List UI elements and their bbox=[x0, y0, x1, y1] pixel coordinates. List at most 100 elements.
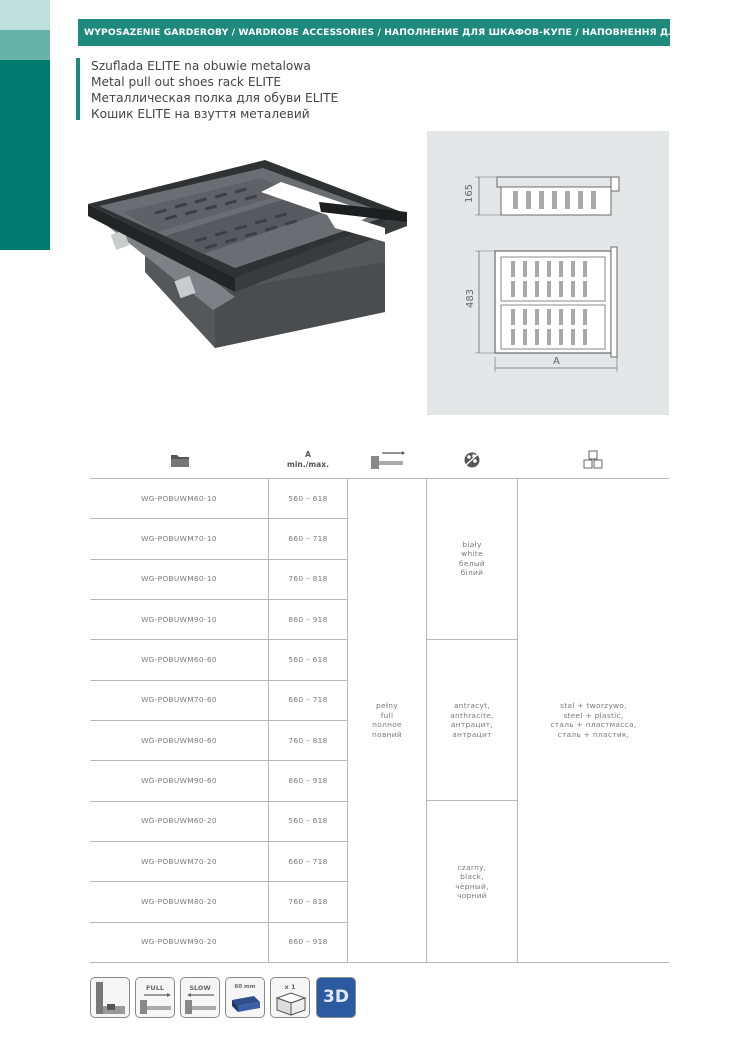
row-code: WG-POBUWM70-20 bbox=[141, 856, 217, 866]
material-en: steel + plastic, bbox=[563, 710, 624, 720]
row-code: WG-POBUWM60-60 bbox=[141, 654, 217, 664]
table-header-divider bbox=[90, 478, 669, 479]
3d-model-icon[interactable]: 3D bbox=[316, 977, 356, 1018]
row-divider bbox=[90, 881, 348, 883]
row-divider bbox=[90, 679, 348, 681]
column-a-label: A bbox=[305, 450, 311, 459]
row-code: WG-POBUWM80-20 bbox=[141, 896, 217, 906]
side-tab-medium bbox=[0, 30, 50, 60]
row-range: 660 – 718 bbox=[288, 856, 328, 866]
column-a-header: A min./max. bbox=[268, 450, 348, 470]
row-code: WG-POBUWM90-10 bbox=[141, 614, 217, 624]
row-code: WG-POBUWM90-60 bbox=[141, 775, 217, 785]
soft-close-icon: SLOW bbox=[180, 977, 220, 1018]
dim-depth: 483 bbox=[465, 288, 477, 309]
cabinet-side-icon bbox=[90, 977, 130, 1018]
title-pl: Szuflada ELITE na obuwie metalowa bbox=[91, 59, 311, 73]
row-range: 760 – 818 bbox=[288, 896, 328, 906]
title-ru: Металлическая полка для обуви ELITE bbox=[91, 91, 339, 105]
side-tab-dark bbox=[0, 60, 50, 250]
col-divider-2 bbox=[347, 478, 348, 962]
color-white-ua: білий bbox=[460, 568, 484, 577]
row-code: WG-POBUWM80-10 bbox=[141, 574, 217, 584]
color-anthracite-cell: antracyt, anthracite, антрацит, антрацит bbox=[427, 640, 517, 800]
row-range: 860 – 918 bbox=[288, 614, 328, 624]
dim-width: A bbox=[553, 356, 560, 367]
side-tab-light bbox=[0, 0, 50, 30]
row-range: 560 – 618 bbox=[288, 816, 328, 826]
row-range: 760 – 818 bbox=[288, 735, 328, 745]
row-range: 860 – 918 bbox=[288, 775, 328, 785]
package-box-icon: x 1 bbox=[270, 977, 310, 1018]
row-code: WG-POBUWM80-60 bbox=[141, 735, 217, 745]
row-divider bbox=[90, 598, 348, 600]
color-black-en: black, bbox=[460, 872, 484, 881]
color-anthracite-ua: антрацит bbox=[452, 729, 492, 739]
extension-ua: повний bbox=[372, 729, 402, 739]
color-black-ua: чорний bbox=[457, 891, 487, 900]
row-code: WG-POBUWM90-20 bbox=[141, 937, 217, 947]
material-cell: stal + tworzywo, steel + plastic, сталь … bbox=[518, 478, 669, 962]
table-bottom-border bbox=[90, 962, 669, 963]
column-minmax-label: min./max. bbox=[287, 460, 329, 469]
col-divider-1 bbox=[268, 478, 269, 962]
title-accent-bar bbox=[76, 58, 80, 120]
technical-drawing: 165 483 A bbox=[427, 131, 669, 415]
row-divider bbox=[90, 840, 348, 842]
color-black-cell: czarny, black, чёрный, чорний bbox=[427, 801, 517, 962]
extension-ru: полное bbox=[372, 720, 402, 729]
row-range: 560 – 618 bbox=[288, 493, 328, 503]
row-divider bbox=[90, 760, 348, 762]
section-header: WYPOSAZENIE GARDEROBY / WARDROBE ACCESSO… bbox=[78, 19, 670, 46]
dim-height: 165 bbox=[464, 183, 476, 204]
extension-pl: pełny bbox=[376, 701, 398, 710]
color-white-pl: biały bbox=[462, 539, 482, 549]
row-divider bbox=[90, 639, 348, 641]
row-code: WG-POBUWM70-60 bbox=[141, 695, 217, 705]
color-white-en: white bbox=[461, 549, 483, 558]
3d-model-label: 3D bbox=[323, 987, 349, 1007]
color-palette-icon bbox=[452, 442, 492, 478]
row-divider bbox=[90, 800, 348, 802]
col-divider-4 bbox=[517, 478, 518, 962]
section-header-text: WYPOSAZENIE GARDEROBY / WARDROBE ACCESSO… bbox=[84, 27, 670, 38]
extension-cell: pełny full полное повний bbox=[348, 478, 426, 962]
full-extension-label: FULL bbox=[145, 984, 164, 992]
material-ua: сталь + пластик, bbox=[557, 729, 630, 739]
color-group-divider-2 bbox=[426, 800, 518, 801]
full-extension-icon: FULL bbox=[135, 977, 175, 1018]
color-anthracite-ru: антрацит, bbox=[450, 720, 494, 729]
drawer-height-icon: 60 mm bbox=[225, 977, 265, 1018]
material-ru: сталь + пластмасса, bbox=[550, 720, 637, 729]
pullout-icon bbox=[368, 442, 408, 478]
color-black-pl: czarny, bbox=[457, 862, 487, 872]
soft-close-label: SLOW bbox=[189, 984, 211, 992]
row-divider bbox=[90, 719, 348, 721]
color-white-ru: белый bbox=[459, 558, 485, 568]
row-range: 660 – 718 bbox=[288, 533, 328, 543]
row-code: WG-POBUWM70-10 bbox=[141, 533, 217, 543]
color-anthracite-pl: antracyt, bbox=[453, 701, 491, 710]
row-code: WG-POBUWM60-10 bbox=[141, 493, 217, 503]
product-photo bbox=[88, 160, 407, 348]
row-divider bbox=[90, 518, 348, 520]
package-count-label: x 1 bbox=[284, 983, 296, 991]
row-range: 660 – 718 bbox=[288, 695, 328, 705]
col-divider-3 bbox=[426, 478, 427, 962]
row-divider bbox=[90, 921, 348, 923]
extension-en: full bbox=[380, 710, 394, 720]
product-titles: Szuflada ELITE na obuwie metalowa Metal … bbox=[91, 58, 338, 122]
folder-icon bbox=[160, 442, 200, 478]
row-range: 560 – 618 bbox=[288, 654, 328, 664]
drawer-height-label: 60 mm bbox=[234, 984, 256, 990]
row-range: 760 – 818 bbox=[288, 574, 328, 584]
material-pl: stal + tworzywo, bbox=[560, 701, 627, 710]
row-divider bbox=[90, 558, 348, 560]
color-white-cell: biały white белый білий bbox=[427, 478, 517, 639]
color-anthracite-en: anthracite, bbox=[450, 710, 494, 720]
row-range: 860 – 918 bbox=[288, 937, 328, 947]
color-black-ru: чёрный, bbox=[455, 881, 489, 891]
title-ua: Кошик ELITE на взуття металевий bbox=[91, 107, 310, 121]
material-cubes-icon bbox=[573, 442, 613, 478]
row-code: WG-POBUWM60-20 bbox=[141, 816, 217, 826]
